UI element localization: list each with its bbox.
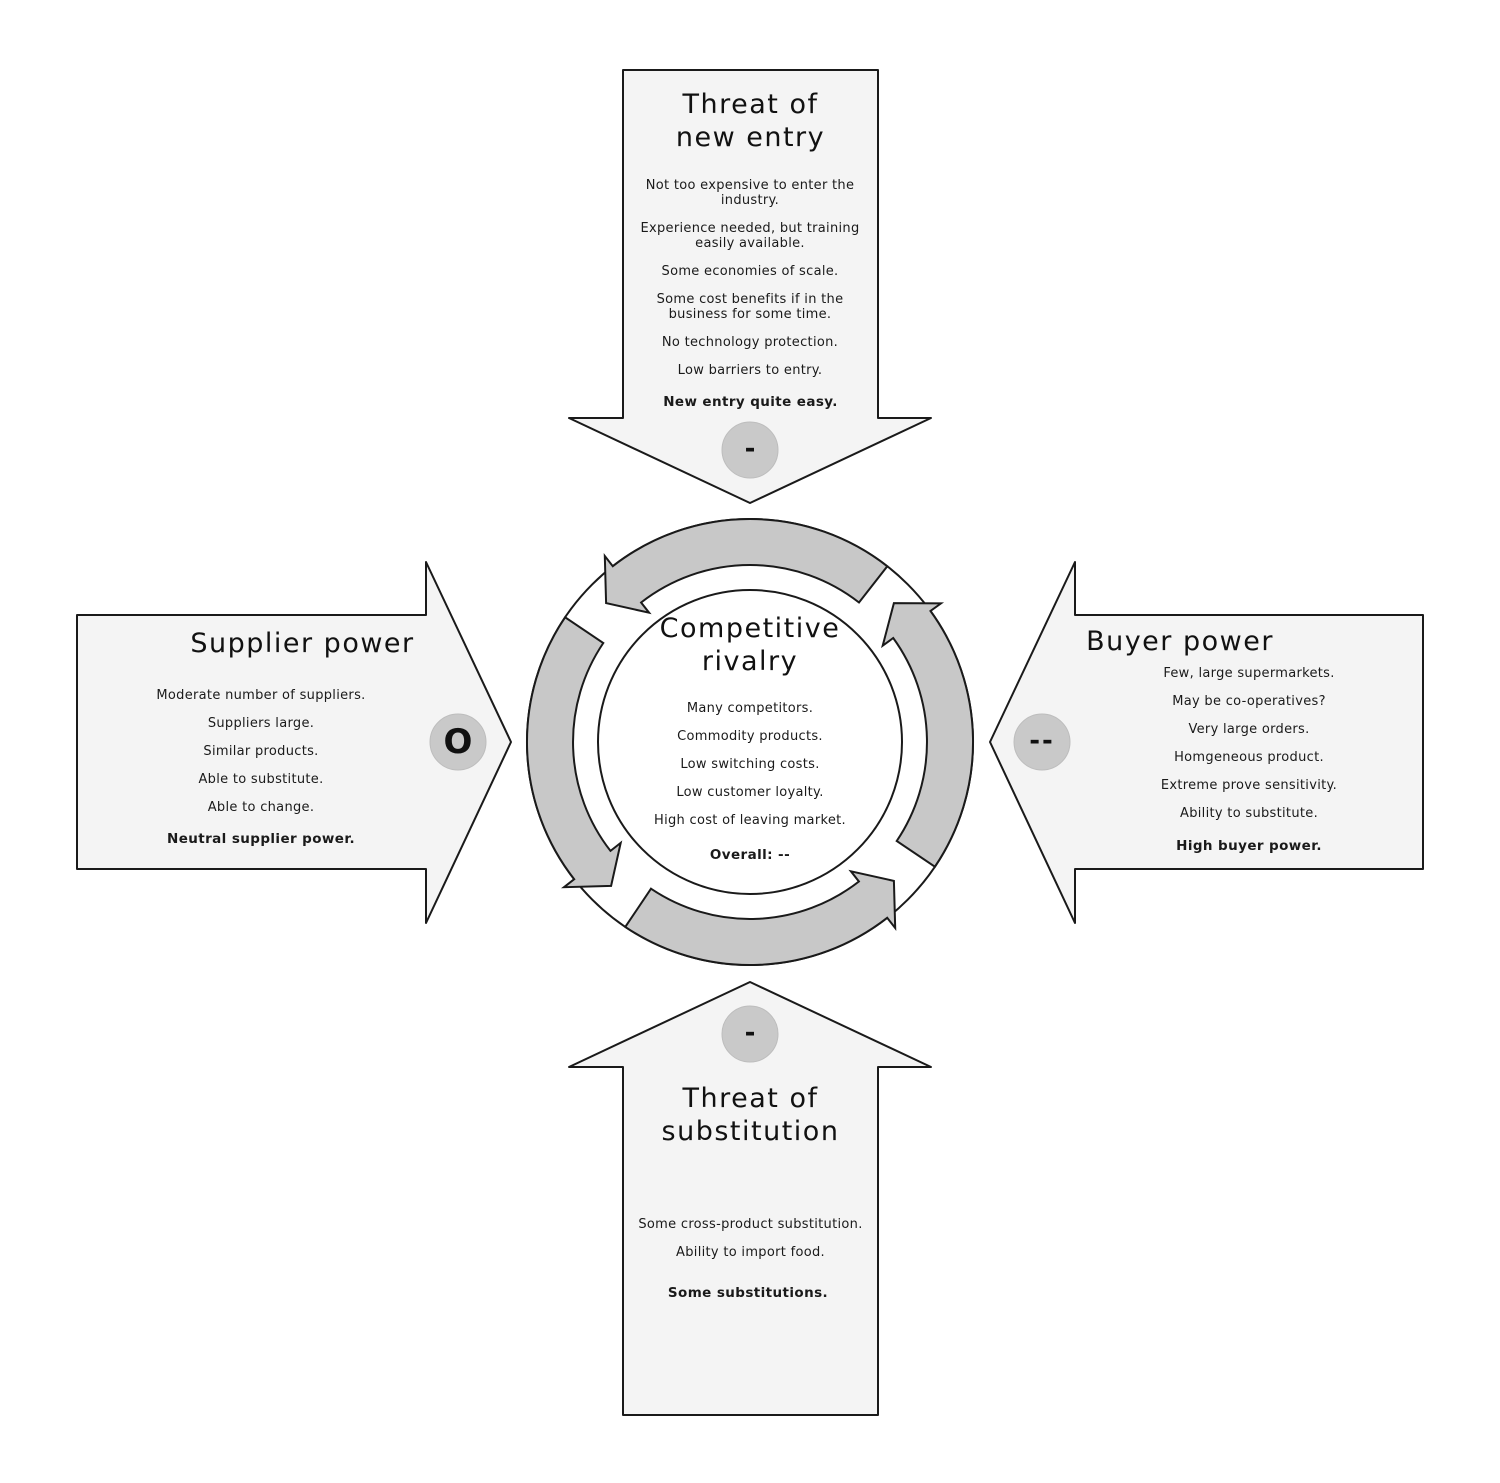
list-item: Able to substitute. [198,772,324,787]
list-item: Extreme prove sensitivity. [1160,778,1338,793]
substitution-panel: Threat of substitution [623,1082,878,1148]
supplier-items: Moderate number of suppliers. Suppliers l… [130,688,392,828]
list-item: May be co-operatives? [1172,694,1326,709]
new-entry-summary: New entry quite easy. [663,394,838,410]
substitution-summary: Some substitutions. [667,1285,829,1301]
buyer-summary: High buyer power. [1176,838,1322,854]
list-item: Some cost benefits if in the business fo… [656,292,844,322]
rivalry-summary: Overall: -- [709,847,791,863]
list-item: Similar products. [203,744,319,759]
list-item: Some cross-product substitution. [638,1217,863,1232]
buyer-items: Few, large supermarkets. May be co-operat… [1118,666,1380,834]
new-entry-arrow-shape [568,69,932,504]
new-entry-rating-label: - [744,434,756,464]
buyer-rating-badge [1013,713,1071,771]
rivalry-title: Competitive rivalry [659,613,841,677]
substitution-rating-badge [721,1005,779,1063]
list-item: Able to change. [207,800,315,815]
supplier-rating-badge [429,713,487,771]
rivalry-panel: Competitive rivalry [630,612,870,678]
substitution-items: Some cross-product substitution. Ability … [623,1217,878,1273]
list-item: Many competitors. [686,701,814,716]
supplier-rating-label: O [443,722,473,762]
list-item: Few, large supermarkets. [1163,666,1335,681]
new-entry-panel: Threat of new entry [623,88,878,154]
list-item: Some economies of scale. [661,264,839,279]
list-item: Ability to import food. [676,1245,825,1260]
list-item: Low switching costs. [680,757,820,772]
list-item: Low customer loyalty. [676,785,824,800]
supplier-arrow-shape [76,561,512,924]
substitution-title: Threat of substitution [661,1083,840,1147]
rivalry-inner-circle [597,589,903,895]
supplier-summary: Neutral supplier power. [167,831,355,847]
list-item: Ability to substitute. [1180,806,1318,821]
new-entry-items: Not too expensive to enter the industry.… [625,178,875,391]
substitution-rating-label: - [744,1018,756,1048]
list-item: Experience needed, but training easily a… [640,221,860,251]
list-item: No technology protection. [661,335,839,350]
new-entry-rating-badge [721,421,779,479]
list-item: Low barriers to entry. [677,363,823,378]
rivalry-items: Many competitors. Commodity products. Low … [630,701,870,841]
list-item: Homgeneous product. [1174,750,1324,765]
new-entry-title: Threat of new entry [675,89,826,153]
list-item: Suppliers large. [207,716,315,731]
list-item: Moderate number of suppliers. [156,688,366,703]
rivalry-cycle-ring [525,518,974,967]
list-item: Commodity products. [677,729,823,744]
substitution-arrow-shape [568,981,932,1416]
list-item: High cost of leaving market. [654,813,846,828]
supplier-title: Supplier power [190,628,415,659]
list-item: Not too expensive to enter the industry. [645,178,855,208]
buyer-title: Buyer power [1086,626,1274,657]
list-item: Very large orders. [1188,722,1310,737]
buyer-arrow-shape [989,561,1424,924]
buyer-rating-label: -- [1029,726,1055,756]
